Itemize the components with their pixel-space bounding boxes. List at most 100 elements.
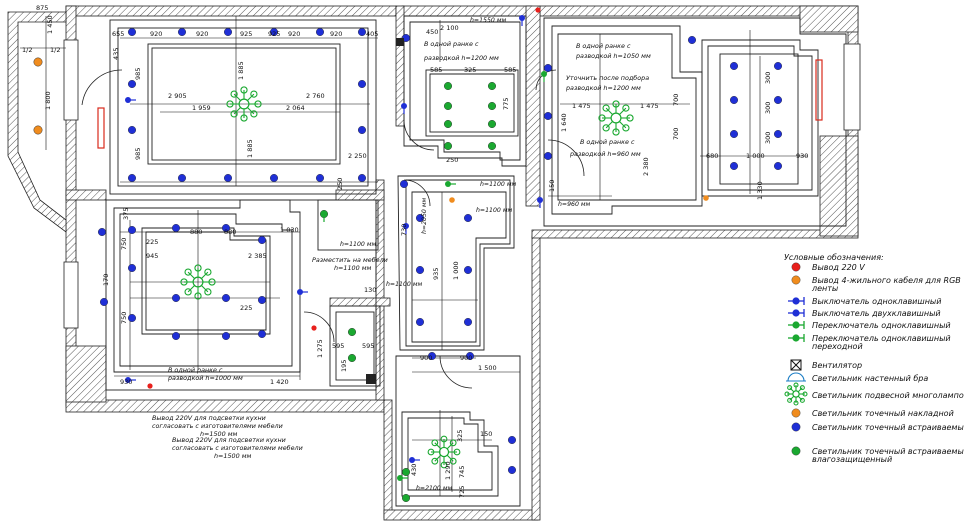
blue-spot-icon [774,95,783,104]
legend-label: Светильник подвесной многоламповый [812,391,964,400]
note-rank-hall: В одной ранке с [424,40,479,48]
height-label: h=1550 мм [470,17,506,24]
note-clarify: Уточнить после подбора [566,74,649,82]
legend-item: Светильник настенный бра [786,372,928,383]
blue-spot-icon [127,125,136,134]
dim-label: 170 [102,274,110,286]
note-rank-right2b: разводкой h=960 мм [569,150,641,158]
switch-double-icon [788,309,805,317]
exterior-walls [7,5,859,521]
legend-item: Светильник точечный накладной [791,408,954,418]
switch-single-icon [403,223,409,234]
legend-item: Светильник точечный встраиваемый,влагоза… [791,446,964,464]
dim-label: 925 [240,30,252,38]
blue-spot-icon [258,330,267,339]
dim-label: 700 [672,94,680,106]
blue-spot-icon [127,225,136,234]
note-furniture: Разместить на мебели [312,256,388,264]
blue-spot-icon [428,352,437,361]
blue-spot-icon [221,294,230,303]
blue-spot-icon [316,28,325,37]
blue-spot-icon [177,28,186,37]
dim-label: 250 [446,156,458,164]
dim-label: 300 [764,72,772,84]
dim-label: 1 885 [237,61,245,80]
blue-spot-icon [171,294,180,303]
dim-label: 585 [430,66,442,74]
dim-label: 1 000 [746,152,765,160]
orange-spot-icon [33,125,43,135]
dim-label: 225 [240,304,252,312]
dim-label: 595 [362,342,374,350]
blue-spot-icon [544,63,553,72]
chandelier-icon [427,435,461,469]
legend-label: Выключатель одноклавишный [812,297,941,306]
legend-label: влагозащищенный [812,455,892,464]
legend-label: ленты [811,284,838,293]
blue-spot-icon [127,173,136,182]
height-label: h=1100 мм [476,207,512,214]
blue-spot-icon [258,235,267,244]
blue-spot-icon [544,111,553,120]
blue-spot-icon [127,314,136,323]
dim-label: 325 [456,430,464,442]
legend-label: Вывод 220 V [812,263,865,272]
note-labels: В одной ранке с разводкой h=1000 мм В од… [152,40,651,460]
blue-spot-icon [730,95,739,104]
note-rank-hall-b: разводкой h=1200 мм [423,54,499,62]
green-spot-icon [402,494,411,503]
intermediate-switch-icon [788,334,805,342]
blue-spot-icon [99,298,108,307]
dim-label: 2 905 [168,92,187,100]
orange-star-icon [449,197,455,203]
dim-label: 1 000 [452,261,460,280]
dim-label: 880 [224,228,236,236]
dim-label: 405 [366,30,378,38]
dim-label: 1 959 [192,104,211,112]
blue-spot-icon [774,62,783,71]
dim-label: 325 [464,66,476,74]
legend-title: Условные обозначения: [784,253,884,262]
dim-label: 920 [150,30,162,38]
note-kitchen1b: согласовать с изготовителями мебели [152,422,283,430]
dimension-labels: 875 1 450 1/2 1/2 1 800 655 920 920 925 … [22,4,808,498]
switch-single-icon [297,289,308,295]
changeover-switch-icon [445,181,456,187]
blue-spot-icon [97,227,106,236]
blue-spot-icon [358,28,367,37]
dim-label: 130 [364,286,376,294]
height-labels: h=1550 мм h=1100 мм h=1100 мм h=1100 мм … [340,17,591,492]
legend-label: Светильник точечный встраиваемый, [812,447,964,456]
dim-label: 1 475 [640,102,659,110]
green-spot-icon [348,328,357,337]
dim-label: 1 640 [560,113,568,132]
legend-label: Светильник точечный накладной [812,409,954,418]
dim-label: 150 [480,430,492,438]
legend-label: Светильник точечный встраиваемый [812,423,964,432]
red-dot-icon [535,7,541,13]
switch-single-icon [125,377,136,383]
dim-label: 450 [426,28,438,36]
blue-spot-icon [464,318,473,327]
dim-label: 655 [112,30,124,38]
blue-spot-icon [358,79,367,88]
dim-label: 750 [120,312,128,324]
switch-single-icon [125,97,136,103]
dim-label: 2 760 [306,92,325,100]
note-kitchen2c: h=1500 мм [214,452,252,460]
legend: Условные обозначения: Вывод 220 V Вывод 4… [784,253,964,464]
switch-single-icon [788,297,805,305]
dim-label: 900 [420,354,432,362]
switch-group [125,15,547,481]
legend-item: Вентилятор [790,359,862,371]
blue-spot-icon [416,318,425,327]
red-dot-icon [147,383,153,389]
dim-label: 985 [134,148,142,160]
dim-label: 585 [504,66,516,74]
dim-label: 300 [764,132,772,144]
height-label: h=960 мм [558,201,591,208]
legend-item: Вывод 220 V [791,262,865,272]
